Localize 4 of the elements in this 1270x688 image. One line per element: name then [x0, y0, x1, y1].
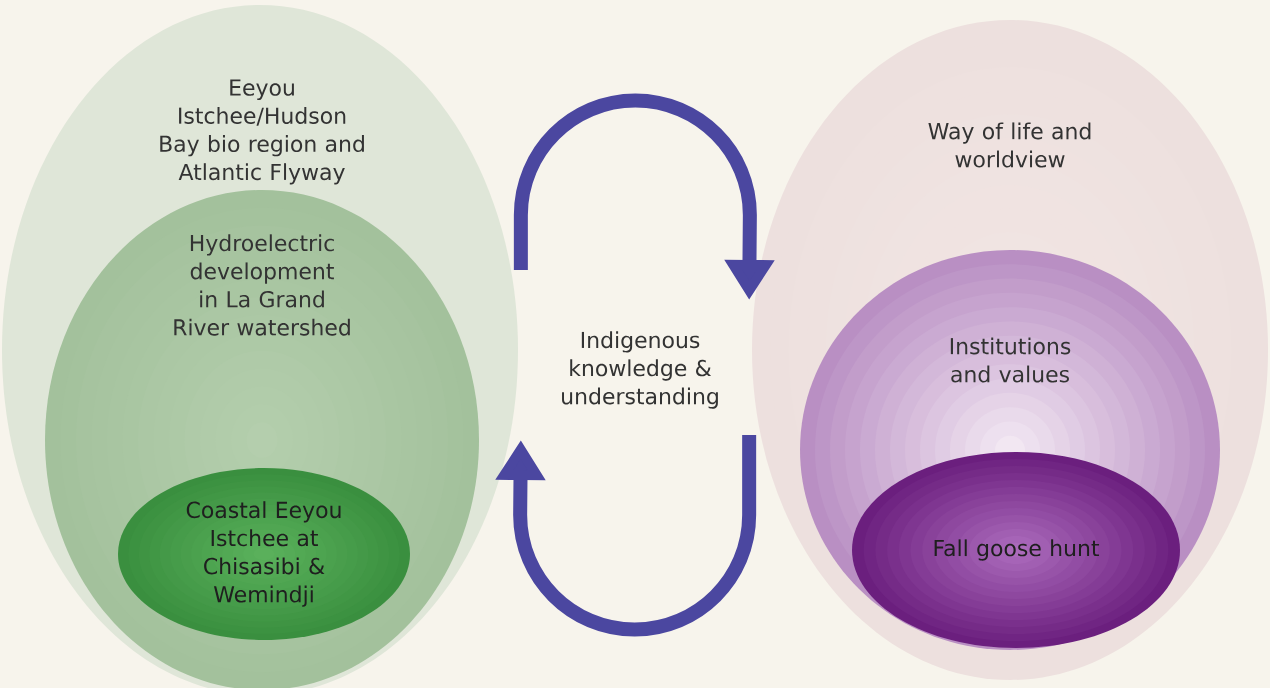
curved-arrow: [495, 435, 757, 637]
center-label: Indigenous knowledge & understanding: [562, 331, 718, 409]
ellipse-region: Coastal Eeyou Istchee at Chisasibi & Wemindji: [118, 468, 410, 640]
ellipse-region: Fall goose hunt: [852, 452, 1180, 648]
